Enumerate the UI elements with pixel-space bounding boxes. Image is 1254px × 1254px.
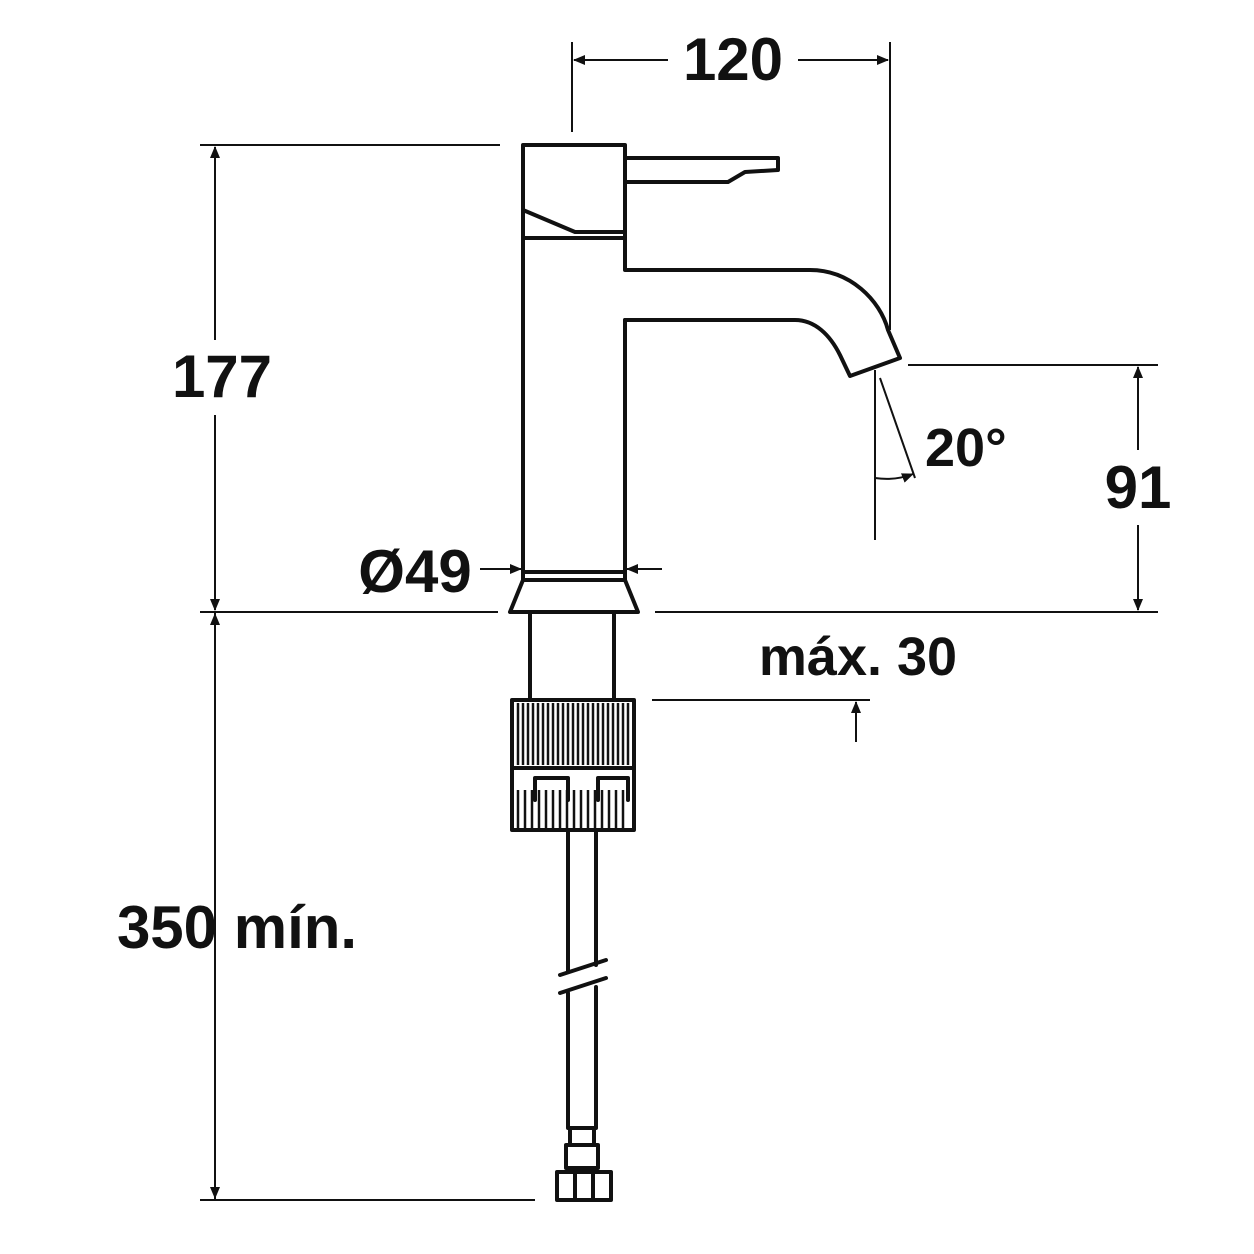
dimension-lines xyxy=(200,42,1158,1201)
dim-hose-length-label: 350 mín. xyxy=(117,894,357,961)
hose-fitting xyxy=(555,1126,613,1202)
dim-angle-label: 20° xyxy=(925,418,1007,478)
nut-slot-right xyxy=(596,776,630,802)
dim-width-label: 120 xyxy=(683,26,783,93)
spout xyxy=(623,236,902,378)
nut-slot-left xyxy=(533,776,570,802)
hose-break xyxy=(558,958,608,995)
lever-arm xyxy=(623,156,780,184)
faucet-outline xyxy=(508,143,902,1202)
mounting-shank xyxy=(528,610,616,702)
mounting-nut xyxy=(510,698,636,832)
dim-spout-height-label: 91 xyxy=(1105,454,1172,521)
base-flange xyxy=(508,578,640,614)
dim-diameter-label: Ø49 xyxy=(358,538,471,605)
handle-neck xyxy=(521,208,627,240)
dim-height-label: 177 xyxy=(172,343,272,410)
dim-max-label: máx. 30 xyxy=(759,627,957,687)
flex-hose xyxy=(566,828,598,1130)
column-body xyxy=(521,236,627,582)
handle-block xyxy=(521,143,627,234)
nut-knurling xyxy=(516,703,630,828)
